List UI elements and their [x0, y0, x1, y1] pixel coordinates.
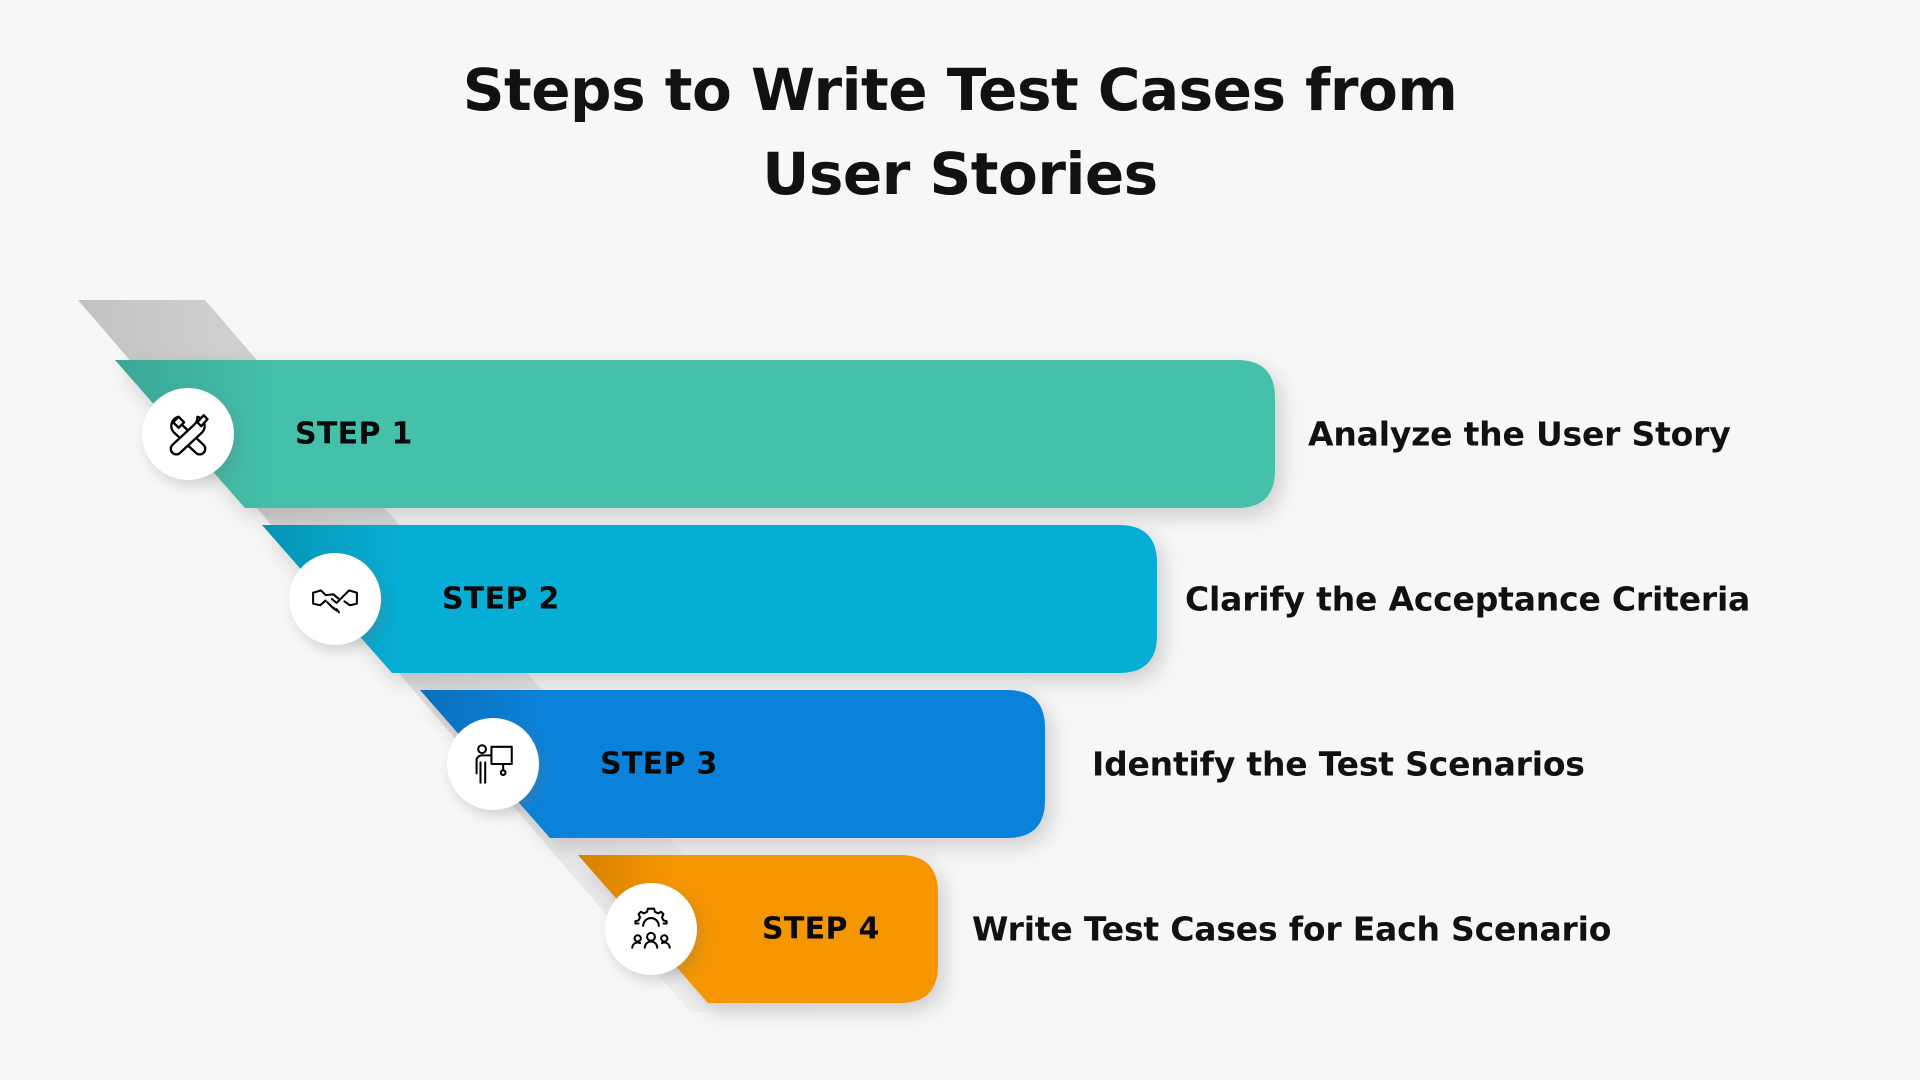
presenter-icon — [475, 744, 513, 784]
step-2-label: STEP 2 — [442, 581, 560, 617]
step-2-icon-badge[interactable] — [289, 553, 381, 645]
page-title: Steps to Write Test Cases from User Stor… — [0, 48, 1920, 216]
step-4-icon-badge[interactable] — [605, 883, 697, 975]
step-1-bar-shape — [115, 360, 1275, 508]
step-1-caption: Analyze the User Story — [1308, 414, 1731, 454]
step-1-bar[interactable] — [115, 360, 1275, 508]
page-title-line-2: User Stories — [762, 140, 1158, 209]
tools-icon — [169, 414, 209, 456]
step-3-caption: Identify the Test Scenarios — [1092, 744, 1585, 784]
step-4-label: STEP 4 — [762, 911, 880, 947]
funnel-step-2[interactable]: STEP 2 Clarify the Acceptance Criteria — [0, 525, 1920, 673]
step-2-bar[interactable] — [262, 525, 1157, 673]
funnel-step-3[interactable]: STEP 3 Identify the Test Scenarios — [0, 690, 1920, 838]
step-4-caption: Write Test Cases for Each Scenario — [972, 909, 1612, 949]
page-title-line-1: Steps to Write Test Cases from — [462, 56, 1458, 124]
step-2-caption: Clarify the Acceptance Criteria — [1185, 579, 1751, 619]
step-1-label: STEP 1 — [295, 416, 413, 452]
step-2-bar-shape — [262, 525, 1157, 673]
funnel-diagram: STEP 1 Analyze the User Story — [0, 300, 1920, 1040]
funnel-step-1[interactable]: STEP 1 Analyze the User Story — [0, 360, 1920, 508]
funnel-step-4[interactable]: STEP 4 Write Test Cases for Each Scenari… — [0, 855, 1920, 1003]
gear-people-icon — [631, 907, 671, 949]
handshake-icon — [312, 589, 358, 614]
step-3-label: STEP 3 — [600, 746, 718, 782]
step-3-icon-badge[interactable] — [447, 718, 539, 810]
step-1-icon-badge[interactable] — [142, 388, 234, 480]
